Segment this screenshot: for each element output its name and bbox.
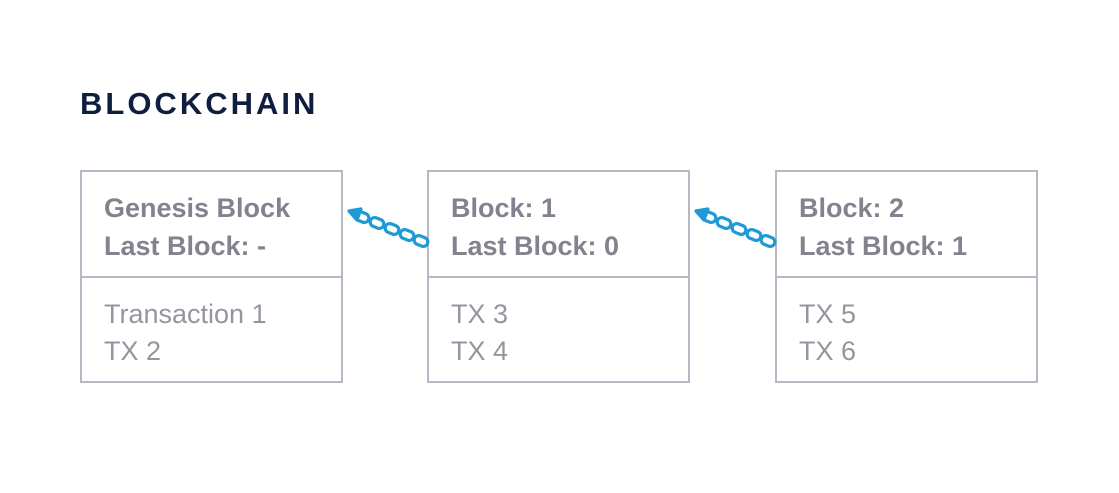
transaction-item: Transaction 1 [104,299,267,329]
diagram-title: BLOCKCHAIN [80,86,319,121]
block-header: Block: 1 Last Block: 0 [429,172,688,278]
chain-segment [730,221,748,237]
block-last-block: Last Block: 1 [799,231,968,261]
transaction-item: TX 4 [451,336,509,366]
block-2: Block: 2 Last Block: 1 TX 5 TX 6 [775,170,1038,383]
block-name: Block: 2 [799,193,905,223]
transaction-item: TX 5 [799,299,857,329]
block-header: Block: 2 Last Block: 1 [777,172,1036,278]
block-last-block: Last Block: - [104,231,267,261]
block-name: Block: 1 [451,193,557,223]
chain-link-arrow-icon [694,207,777,249]
block-transactions: TX 5 TX 6 [777,278,1036,370]
transaction-item: TX 6 [799,336,857,366]
transaction-item: TX 2 [104,336,162,366]
chain-segment [700,209,718,225]
block-last-block: Last Block: 0 [451,231,620,261]
block-header: Genesis Block Last Block: - [82,172,341,278]
chain-segment [759,233,777,249]
chain-segment [715,215,733,231]
block-genesis: Genesis Block Last Block: - Transaction … [80,170,343,383]
chain-segment [368,215,386,231]
chain-link-arrow-icon [347,207,430,249]
block-transactions: Transaction 1 TX 2 [82,278,341,370]
block-name: Genesis Block [104,193,291,223]
block-1: Block: 1 Last Block: 0 TX 3 TX 4 [427,170,690,383]
chain-segment [383,221,401,237]
block-transactions: TX 3 TX 4 [429,278,688,370]
chain-segment [412,233,430,249]
transaction-item: TX 3 [451,299,509,329]
chain-segment [353,209,371,225]
